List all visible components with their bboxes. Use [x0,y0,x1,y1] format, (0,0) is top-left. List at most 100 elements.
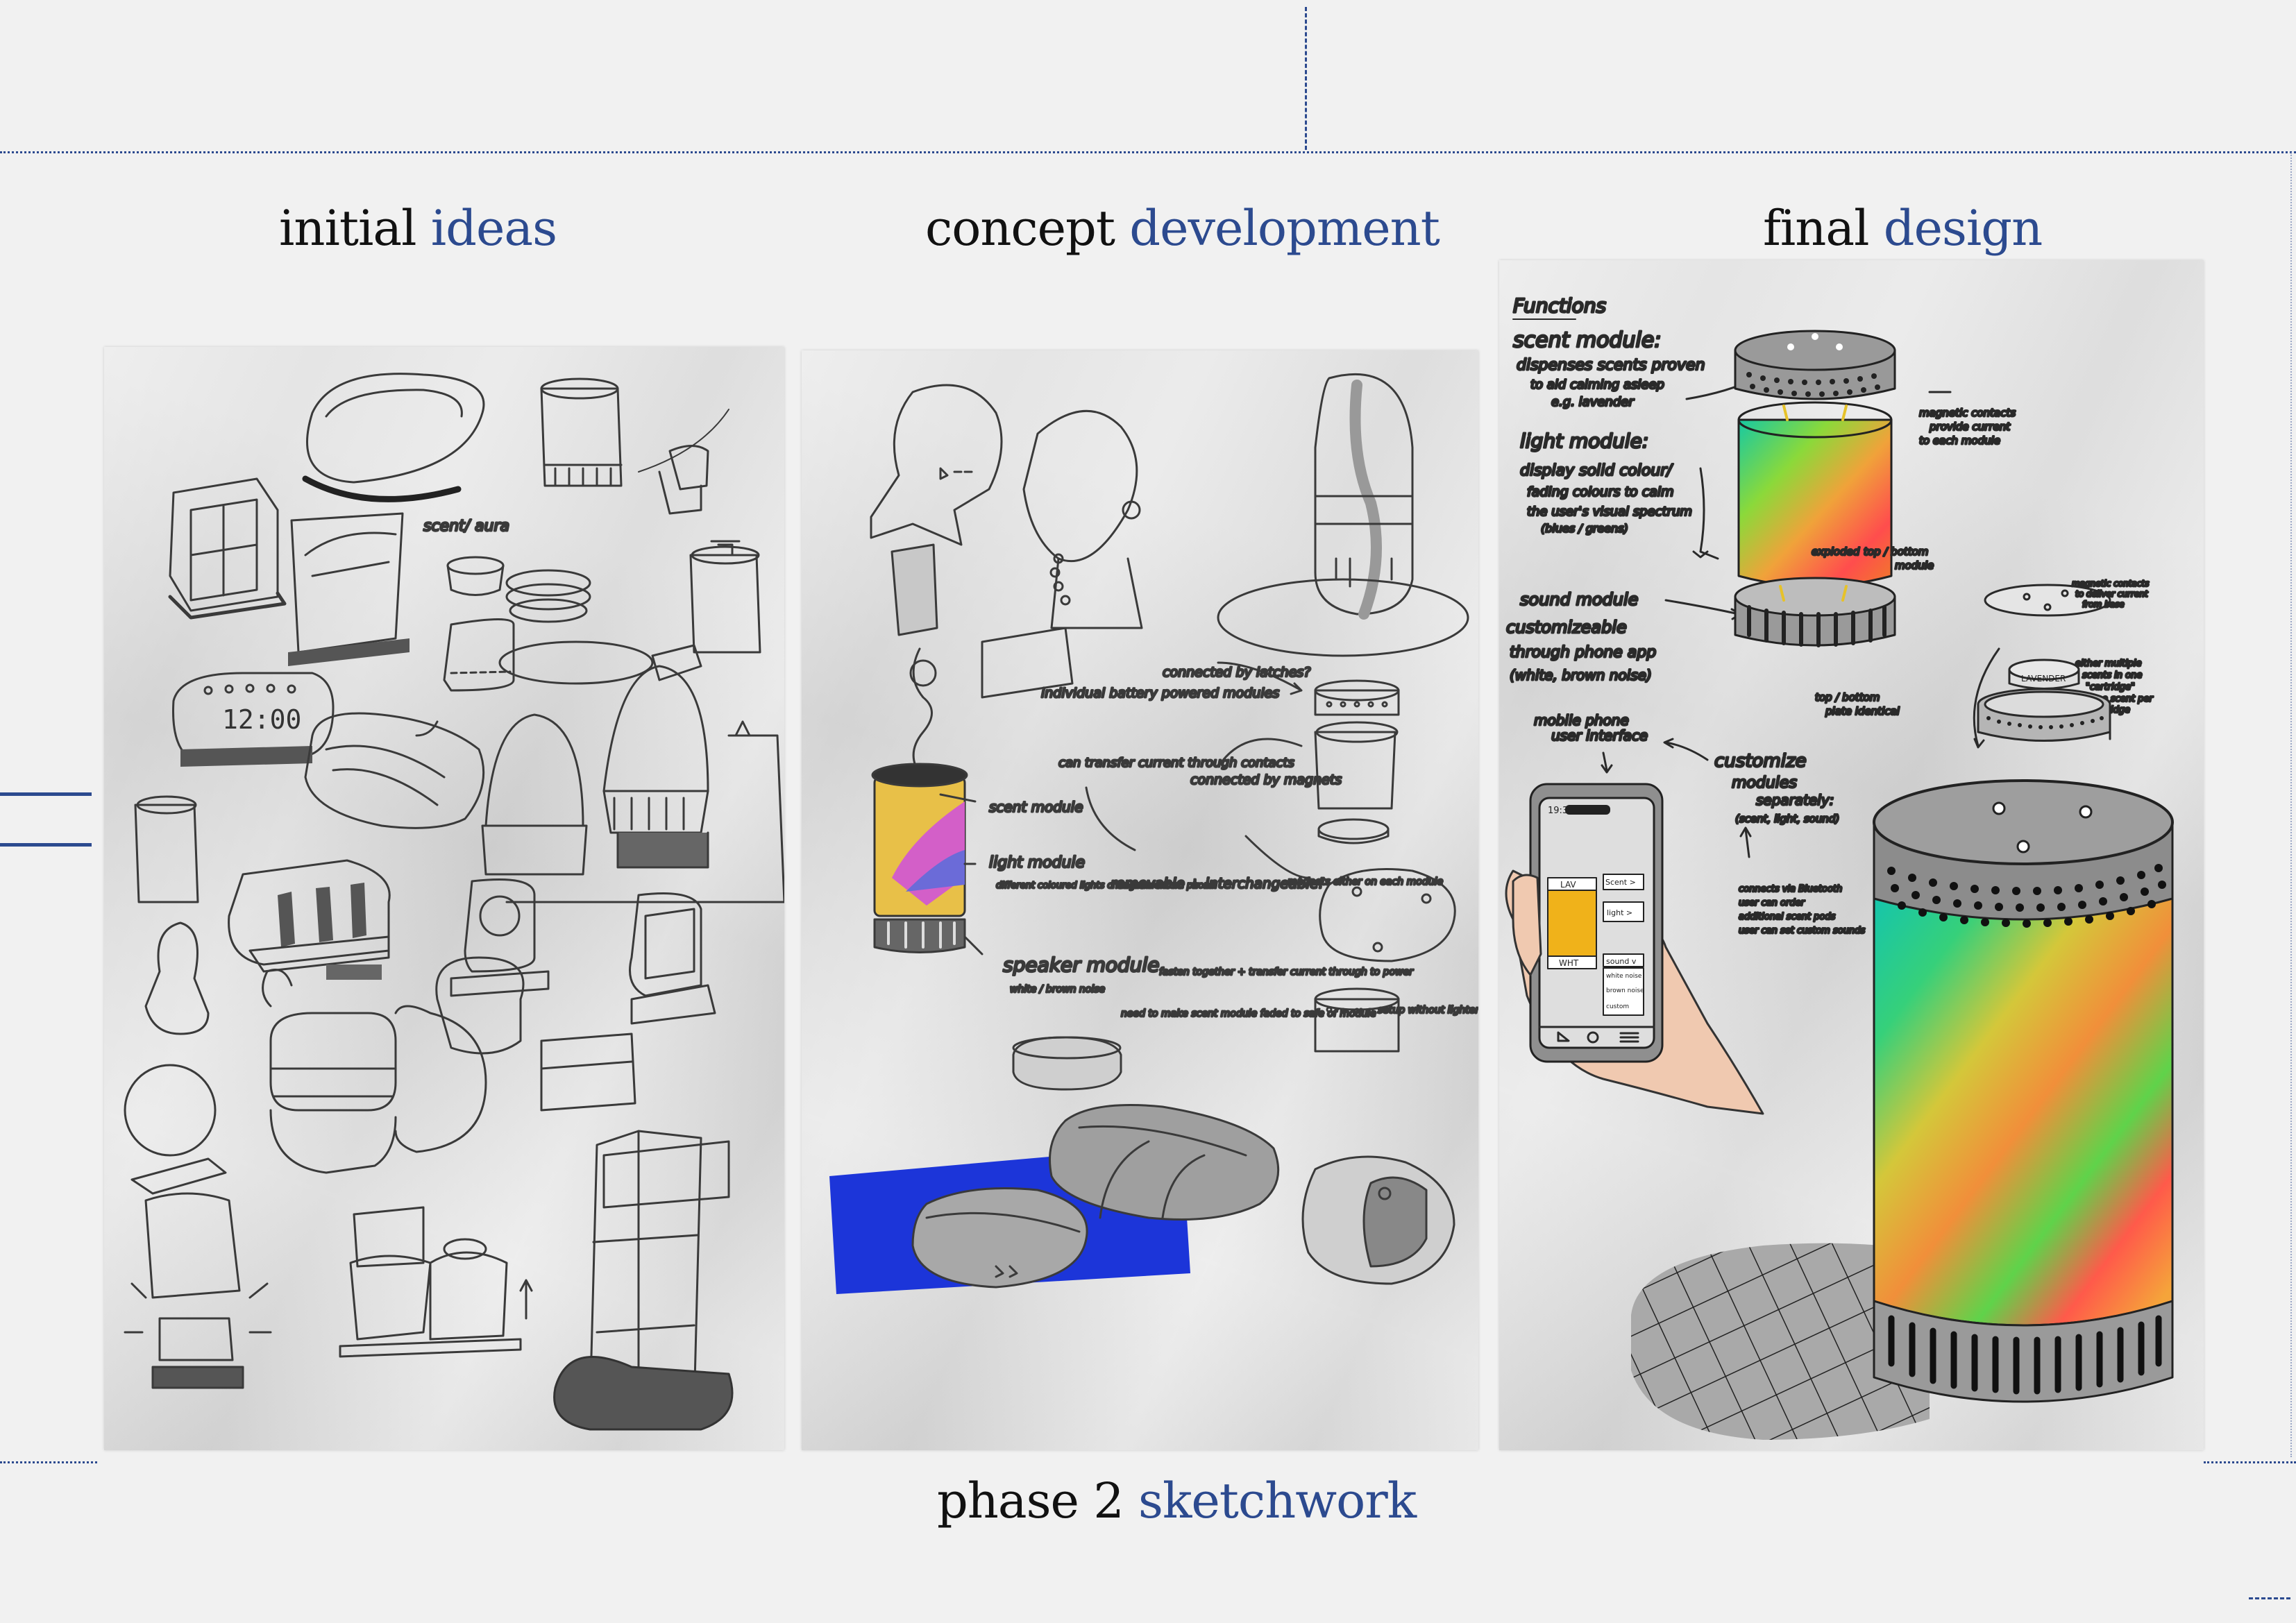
light-module-line: (blues / greens) [1541,522,1628,535]
concept-note: connected by latches? [1163,665,1310,680]
sketch-pebble [1319,868,1456,962]
bottom-right-guide-line [2204,1461,2296,1463]
concept-note: need to make scent module faded to safe … [1121,1008,1376,1019]
sketch-window-cube [169,477,279,612]
light-module-line: the user's visual spectrum [1527,504,1692,519]
exploded-scent-module [1734,330,1896,400]
cartridge-note: either multiple [2075,658,2142,669]
sound-module-title: sound module [1520,590,1638,609]
lavender-cartridge-label: LAVENDER [2021,674,2066,683]
magnetic-contacts-note: magnetic contacts [1919,407,2016,419]
scent-module-title: scent module: [1513,328,1661,352]
heading-final-design: final design [1763,200,2043,257]
final-design-sheet: Functions scent module: dispenses scents… [1499,260,2204,1450]
concept-note: magnets either on each module [1288,876,1443,887]
concept-note: can transfer current through contacts [1058,756,1294,770]
cartridge-note: scents in one [2082,670,2142,681]
sketch-rounded-box [443,618,515,692]
clock-display: 12:00 [222,704,301,735]
customize-line: modules [1732,774,1797,792]
sound-module-line: (white, brown noise) [1510,667,1652,683]
sketch-dome-lamp [484,713,584,827]
concept-note: setup without lighter module [1378,1005,1478,1016]
customize-line: separately: [1756,792,1834,808]
assembled-device [1873,779,2174,1403]
concept-note: different coloured lights changeable fro… [996,881,1215,891]
heading-accent-word: development [1129,200,1440,257]
concept-note: connected by magnets [1190,772,1342,788]
functions-title: Functions [1513,294,1606,317]
concept-note: individual battery powered modules [1041,686,1279,701]
heading-accent-word: ideas [430,200,557,257]
left-accent-bar-2 [0,843,92,847]
light-module-title: light module: [1520,430,1648,452]
connect-line: user can set custom sounds [1739,926,1865,936]
magnetic-right-note: to deliver current [2075,589,2149,599]
connect-line: additional scent pods [1739,912,1836,922]
top-bottom-module-label: module [1895,559,1934,572]
concept-development-sheet: individual battery powered modules conne… [802,350,1478,1450]
initial-ideas-sheet: scent/ aura [104,347,784,1450]
sketch-jar [540,387,623,487]
concept-note: speaker module [1003,953,1160,976]
light-module-line: fading colours to calm [1527,484,1674,500]
scent-aura-note: scent/ aura [423,518,509,535]
magnetic-contacts-note: to each module [1919,434,2000,447]
plate-label: plate identical [1825,705,1900,717]
exploded-sound-module [1734,577,1896,647]
top-bottom-module-label: top / bottom [1864,545,1928,558]
phone-option-white: white noise [1606,973,1642,980]
heading-word: concept [925,200,1115,257]
phone-ui-title: mobile phone [1534,712,1629,729]
concept-note: scent module [989,799,1083,815]
right-guide-line [2290,153,2292,1457]
heading-word: final [1763,200,1869,257]
phone-scent-button: Scent > [1605,878,1636,887]
connect-line: connects via Bluetooth [1739,884,1842,894]
footer-word: phase 2 [937,1472,1124,1529]
concept-note: removable + interchangeable! [1111,875,1324,892]
cartridge-note: "cartridge" [2086,682,2135,692]
magnetic-right-note: magnetic contacts [2072,579,2149,588]
scent-module-line: e.g. lavender [1551,395,1635,409]
bottom-left-guide-line [0,1461,97,1463]
scent-module-line: to aid calming asleep [1530,377,1664,392]
customize-line: customize [1714,751,1807,772]
connect-line: user can order [1739,898,1806,908]
perforated-ring [1977,688,2111,742]
concept-note: white / brown noise [1010,984,1105,995]
phone-option-custom: custom [1606,1003,1629,1010]
sketch-funnel-lamp [870,384,1003,546]
sketch-capsule [304,712,485,829]
final-design-illustration: Functions scent module: dispenses scents… [1505,294,2174,1440]
scent-module-line: dispenses scents proven [1517,357,1705,374]
sketch-folded-device [290,512,404,654]
phone-ui-title: user interface [1551,727,1648,744]
heading-word: initial [279,200,416,257]
footer-phase-title: phase 2 sketchwork [937,1472,1417,1529]
left-accent-bar-1 [0,792,92,796]
heading-accent-word: design [1883,200,2043,257]
sketch-stacked-modules [1314,689,1400,716]
center-guide-line [1305,7,1307,150]
exploded-label: exploded [1812,545,1860,558]
concept-development-sketches: individual battery powered modules conne… [829,373,1478,1294]
phone-light-button: light > [1607,908,1632,917]
sketch-stacked-pillows [269,1012,397,1112]
sound-module-line: through phone app [1510,644,1656,661]
concept-note: light module [989,854,1085,872]
concept-note: fasten together + transfer current throu… [1159,967,1414,978]
corner-dash [2249,1597,2290,1599]
initial-ideas-sketches: scent/ aura [124,373,784,1431]
phone-wht-label: WHT [1559,958,1579,968]
heading-concept-development: concept development [925,200,1440,257]
heading-initial-ideas: initial ideas [279,200,557,257]
top-plate [1984,584,2111,617]
magnetic-contacts-note: provide current [1929,420,2011,433]
phone-option-brown: brown noise [1606,987,1644,994]
phone-lav-label: LAV [1560,880,1576,890]
top-guide-line [0,151,2296,153]
customize-line: (scent, light, sound) [1735,813,1839,825]
phone-mockup: 19:30 LAV WHT Scent > light > sound v wh… [1529,783,1664,1063]
